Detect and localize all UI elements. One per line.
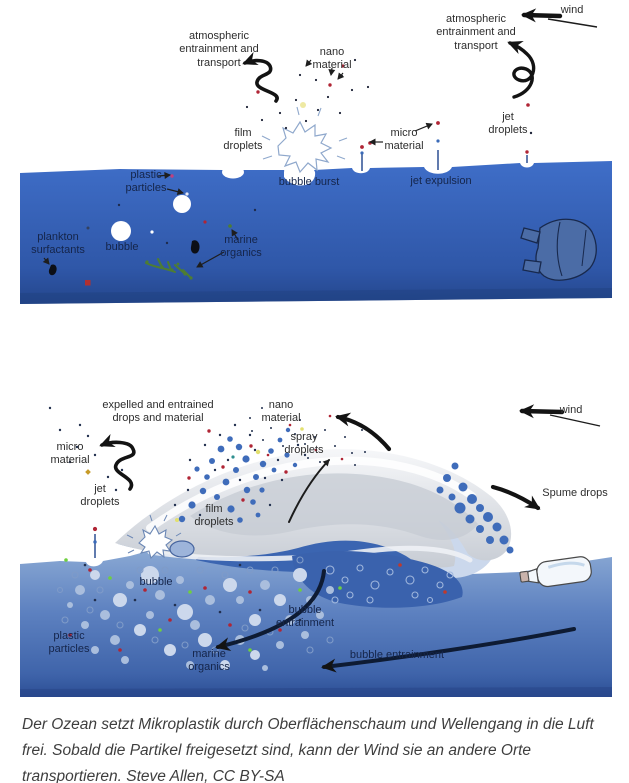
spume-drops-icon — [436, 462, 514, 554]
squiggle-arrow-icon — [99, 434, 136, 491]
label-film-droplets-top: film droplets — [223, 127, 263, 153]
label-jet-droplets-bottom: jet droplets — [80, 483, 120, 509]
label-expelled-entrained: expelled and entrained drops and materia… — [102, 399, 214, 425]
droplet-cloud — [48, 406, 366, 523]
breaking-wave-icon — [115, 449, 512, 608]
figure-caption: Der Ozean setzt Mikroplastik durch Oberf… — [22, 716, 594, 783]
label-micro-material-top: micro material — [384, 127, 424, 153]
plankton-icon — [48, 240, 200, 276]
bubble-plume — [56, 556, 454, 671]
label-nano-material-bottom: nano material — [261, 399, 301, 425]
label-bubble-bottom: bubble — [139, 576, 173, 588]
label-atmospheric-entrainment-left: atmospheric entrainment and transport — [179, 30, 259, 69]
label-micro-material-bottom: micro material — [50, 441, 90, 467]
label-nano-material-top: nano material — [312, 46, 352, 72]
bubble-icon — [111, 165, 244, 241]
pointer-arrow-icon — [42, 59, 433, 268]
label-bubble-entrainment-1: bubble entrainment — [275, 604, 335, 630]
wind-arrow-icon — [521, 8, 598, 28]
label-wind-top: wind — [560, 4, 584, 16]
label-jet-droplets-top: jet droplets — [488, 111, 528, 137]
jet-expulsion-icon — [92, 526, 98, 558]
label-atmospheric-entrainment-right: atmospheric entrainment and transport — [436, 13, 516, 52]
label-wind-bottom: wind — [559, 404, 583, 416]
top-panel-ocean — [20, 161, 612, 304]
bubble-burst-splash-icon — [261, 106, 348, 174]
label-spume-drops: Spume drops — [542, 487, 608, 499]
top-air-particles — [245, 58, 533, 155]
rising-spray-arrow-icon — [288, 459, 330, 523]
bubble-icon — [169, 540, 195, 558]
jet-expulsion-icon — [361, 150, 528, 171]
label-marine-organics-top: marine organics — [220, 234, 262, 260]
label-plankton-surfactants: plankton surfactants — [31, 231, 85, 257]
top-underwater-particles — [85, 174, 257, 286]
label-plastic-particles-bottom: plastic particles — [48, 630, 90, 656]
spume-arrow-icon — [490, 484, 541, 511]
plastic-bottle-icon — [519, 556, 592, 588]
label-spray-droplets: spray droplets — [284, 431, 324, 457]
label-bubble-top: bubble — [105, 241, 139, 253]
label-bubble-entrainment-2: bubble entrainment — [349, 649, 445, 661]
label-film-droplets-bottom: film droplets — [194, 503, 234, 529]
label-plastic-particles-top: plastic particles — [125, 169, 167, 195]
diagram-artwork — [20, 8, 612, 697]
label-bubble-burst: bubble burst — [278, 176, 340, 188]
bubble-burst-crown-icon — [284, 161, 316, 186]
squiggle-arrow-icon — [242, 52, 279, 103]
bubble-burst-splash-icon — [126, 514, 183, 560]
label-jet-expulsion: jet expulsion — [410, 175, 472, 187]
curly-arrow-icon — [507, 40, 536, 99]
bottom-panel-ocean — [20, 543, 612, 697]
plastic-bag-icon — [520, 218, 597, 281]
label-marine-organics-bottom: marine organics — [188, 648, 230, 674]
bubble-entrainment-arrow-icon — [215, 569, 576, 673]
wind-arrow-icon — [519, 404, 601, 427]
crest-uplift-arrow-icon — [335, 412, 392, 452]
marine-organics-icon — [145, 224, 232, 280]
